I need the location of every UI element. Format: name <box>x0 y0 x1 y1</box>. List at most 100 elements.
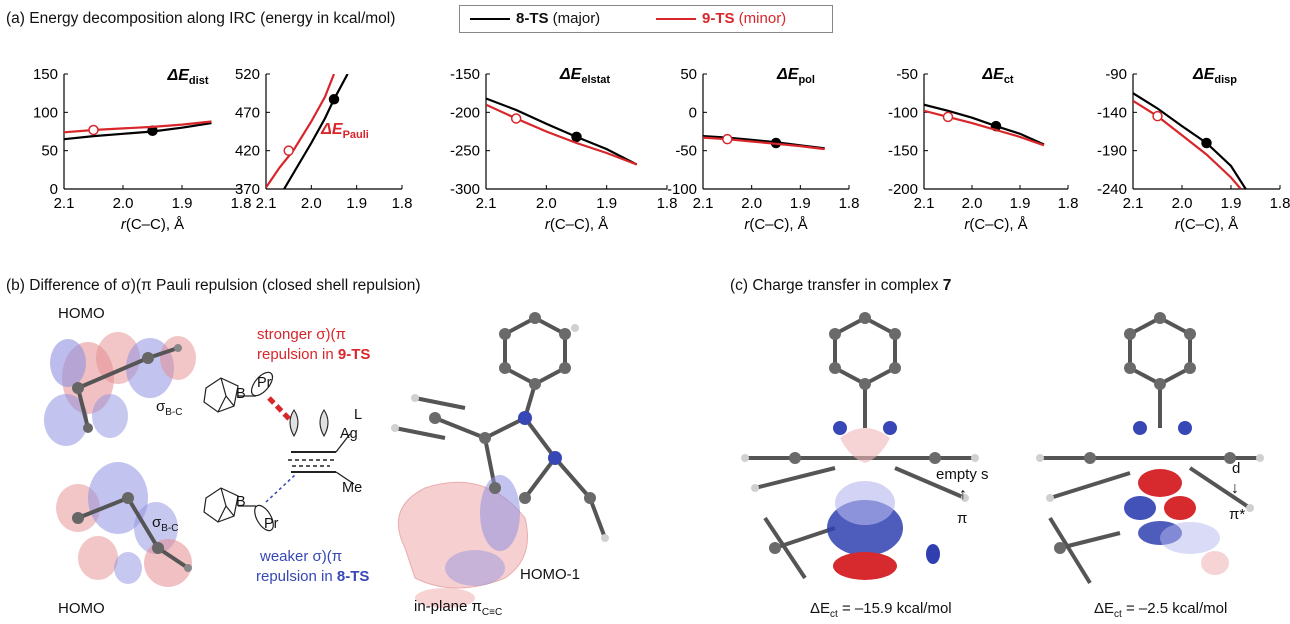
x-tick-label-dist: 2.0 <box>113 195 134 212</box>
x-tick-label-disp: 1.8 <box>1270 195 1290 212</box>
sigma-sub-bottom: B-C <box>161 523 179 534</box>
x-tick-label-elstat: 2.1 <box>476 195 497 212</box>
y-tick-label-dist: 150 <box>33 66 58 83</box>
x-tick-label-ct: 1.8 <box>1058 195 1079 212</box>
series-line-disp-1 <box>1133 99 1242 189</box>
x-axis-label-disp: r(C–C), Å <box>1175 216 1238 233</box>
y-tick-label-disp: -190 <box>1097 143 1127 160</box>
ect2-main: ΔE <box>1094 600 1115 617</box>
legend-item-major: 8-TS (major) <box>470 10 600 27</box>
inplane-pi-label: in-plane πC≡C <box>414 598 502 618</box>
weaker-repulsion-line1: weaker σ)(π <box>260 548 343 565</box>
series-line-ct-1 <box>924 109 1045 147</box>
section-a-title: (a) Energy decomposition along IRC (ener… <box>6 10 396 27</box>
pi-label: π <box>957 510 968 527</box>
repulsion-schematic <box>203 371 355 532</box>
atom-ag: Ag <box>340 426 358 442</box>
legend-major-rest: (major) <box>548 10 601 27</box>
legend-line-major <box>470 18 510 21</box>
y-tick-label-pauli: 520 <box>235 66 260 83</box>
ect1-val: = –15.9 kcal/mol <box>837 600 952 617</box>
chart-title-pauli: ΔEPauli <box>320 121 369 141</box>
y-tick-label-pol: 0 <box>689 104 697 121</box>
ts-marker-pauli-0 <box>328 94 340 105</box>
section-c-title: (c) Charge transfer in complex 7 <box>730 277 951 295</box>
x-axis-label-ct: r(C–C), Å <box>964 216 1027 233</box>
stronger-pre: repulsion in <box>257 346 338 363</box>
complex7-orbital-1 <box>741 312 979 580</box>
y-tick-label-elstat: -300 <box>450 181 480 198</box>
legend: 8-TS (major) 9-TS (minor) <box>459 5 833 33</box>
series-line-pauli-1 <box>266 74 336 189</box>
y-tick-label-dist: 0 <box>50 181 58 198</box>
y-tick-label-ct: -100 <box>888 104 918 121</box>
stronger-repulsion-line1: stronger σ)(π <box>257 326 346 343</box>
ect-value-2: ΔEct = –2.5 kcal/mol <box>1094 600 1227 620</box>
atom-me: Me <box>342 480 363 496</box>
ts-marker-ct-1 <box>942 111 954 123</box>
x-tick-label-disp: 2.1 <box>1123 195 1144 212</box>
atom-b-bottom: B <box>236 494 246 510</box>
chart-title-disp: ΔEdisp <box>1192 66 1237 86</box>
legend-minor-bold: 9-TS <box>702 10 735 27</box>
atom-pr-top: Pr <box>257 375 272 391</box>
ect1-sub: ct <box>830 609 838 620</box>
ect2-sub: ct <box>1114 609 1122 620</box>
y-tick-label-dist: 50 <box>41 143 58 160</box>
legend-line-minor <box>656 18 696 21</box>
y-tick-label-pauli: 420 <box>235 143 260 160</box>
x-axis-label-pol: r(C–C), Å <box>744 216 807 233</box>
arrow-down-icon: ↓ <box>1231 480 1239 497</box>
series-line-pol-1 <box>703 136 825 151</box>
sigma-bc-bottom: σB-C <box>152 514 179 534</box>
sigma-bc-top: σB-C <box>156 398 183 418</box>
ect2-val: = –2.5 kcal/mol <box>1121 600 1228 617</box>
x-axis-label-elstat: r(C–C), Å <box>545 216 608 233</box>
homo1-label: HOMO-1 <box>520 566 580 583</box>
x-tick-label-elstat: 2.0 <box>536 195 557 212</box>
series-line-dist-0 <box>64 122 212 141</box>
y-tick-label-pol: -100 <box>667 181 697 198</box>
x-tick-label-pol: 2.1 <box>693 195 714 212</box>
series-line-elstat-0 <box>486 97 638 166</box>
y-tick-label-dist: 100 <box>33 104 58 121</box>
series-line-disp-0 <box>1133 92 1247 189</box>
ect-value-1: ΔEct = –15.9 kcal/mol <box>810 600 952 620</box>
x-tick-label-dist: 1.9 <box>172 195 193 212</box>
sigma-main-bottom: σ <box>152 514 162 531</box>
homo-bottom-label: HOMO <box>58 600 105 617</box>
y-tick-label-pol: -50 <box>675 143 697 160</box>
x-tick-label-pol: 1.8 <box>839 195 860 212</box>
inplane-sub: C≡C <box>481 607 503 618</box>
y-tick-label-elstat: -150 <box>450 66 480 83</box>
stronger-repulsion-line2: repulsion in 9-TS <box>257 346 370 363</box>
x-tick-label-pauli: 1.8 <box>392 195 413 212</box>
ts-marker-dist-1 <box>88 124 99 136</box>
chart-title-elstat: ΔEelstat <box>559 66 610 86</box>
x-axis-label-dist: r(C–C), Å <box>121 216 184 233</box>
x-tick-label-elstat: 1.8 <box>657 195 678 212</box>
sigma-sub-top: B-C <box>165 407 183 418</box>
section-b-title: (b) Difference of σ)(π Pauli repulsion (… <box>6 277 421 294</box>
x-tick-label-dist: 2.1 <box>54 195 75 212</box>
ts-marker-pol-1 <box>722 133 733 145</box>
section-c-title-bold: 7 <box>942 277 952 294</box>
ts-marker-disp-1 <box>1152 110 1163 122</box>
d-label: d <box>1232 460 1241 477</box>
legend-minor-rest: (minor) <box>734 10 787 27</box>
stronger-bold: 9-TS <box>337 346 371 363</box>
y-tick-label-elstat: -200 <box>450 104 480 121</box>
section-c-title-pre: (c) Charge transfer in complex <box>730 277 943 294</box>
x-tick-label-ct: 1.9 <box>1010 195 1031 212</box>
atom-l: L <box>354 407 363 423</box>
ect1-main: ΔE <box>810 600 831 617</box>
homo1-molecule <box>391 312 609 608</box>
y-tick-label-pol: 50 <box>680 66 697 83</box>
x-tick-label-pauli: 1.9 <box>346 195 367 212</box>
y-tick-label-ct: -50 <box>896 66 918 83</box>
ts-marker-disp-0 <box>1201 137 1212 149</box>
y-tick-label-pauli: 470 <box>235 104 260 121</box>
y-tick-label-ct: -150 <box>888 143 918 160</box>
atom-b-top: B <box>236 386 246 402</box>
x-tick-label-pauli: 2.1 <box>256 195 277 212</box>
